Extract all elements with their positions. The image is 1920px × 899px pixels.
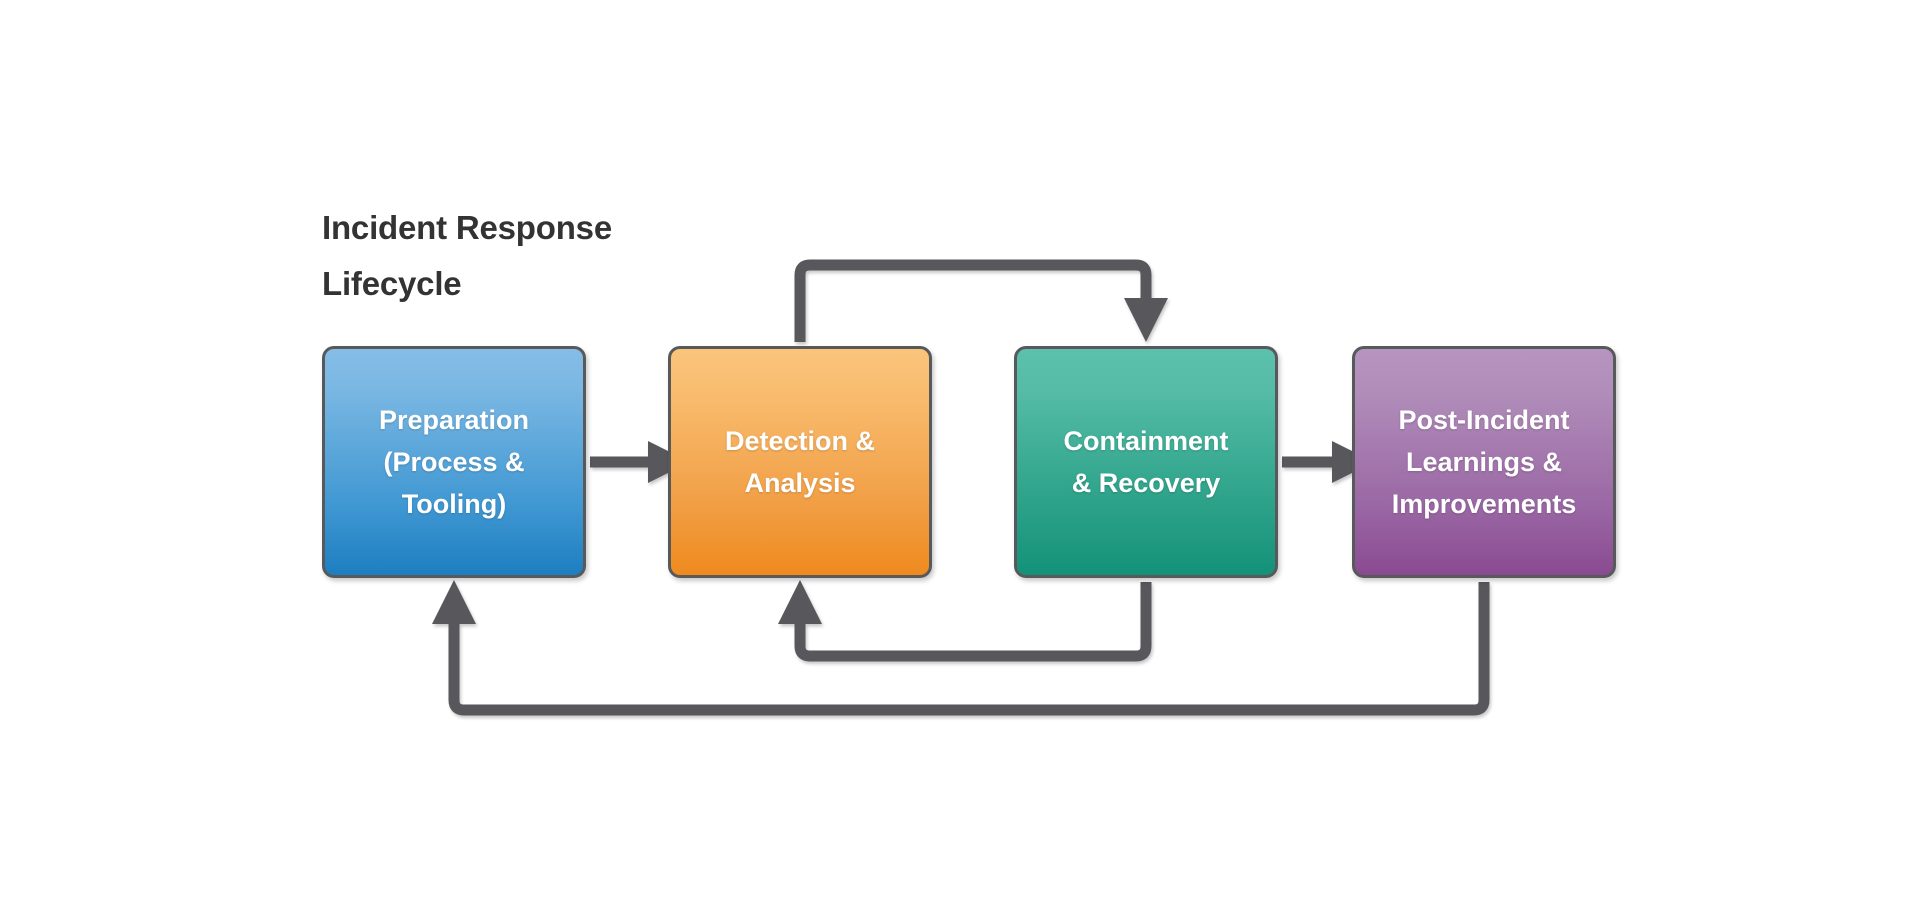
node-post-incident[interactable]: Post-Incident Learnings & Improvements: [1352, 346, 1616, 578]
node-containment-recovery[interactable]: Containment & Recovery: [1014, 346, 1278, 578]
page-title: Incident Response Lifecycle: [322, 209, 612, 302]
node-preparation[interactable]: Preparation (Process & Tooling): [322, 346, 586, 578]
node-label: Post-Incident Learnings & Improvements: [1391, 405, 1577, 519]
node-label: Preparation (Process & Tooling): [378, 405, 530, 519]
connector-post-incident-back-to-preparation: [432, 580, 1490, 716]
connector-containment-back-to-detection: [778, 580, 1152, 662]
node-label: Containment & Recovery: [1063, 426, 1229, 498]
connector-detection-to-containment: [794, 259, 1168, 342]
node-detection-analysis[interactable]: Detection & Analysis: [668, 346, 932, 578]
node-label: Detection & Analysis: [724, 426, 876, 498]
